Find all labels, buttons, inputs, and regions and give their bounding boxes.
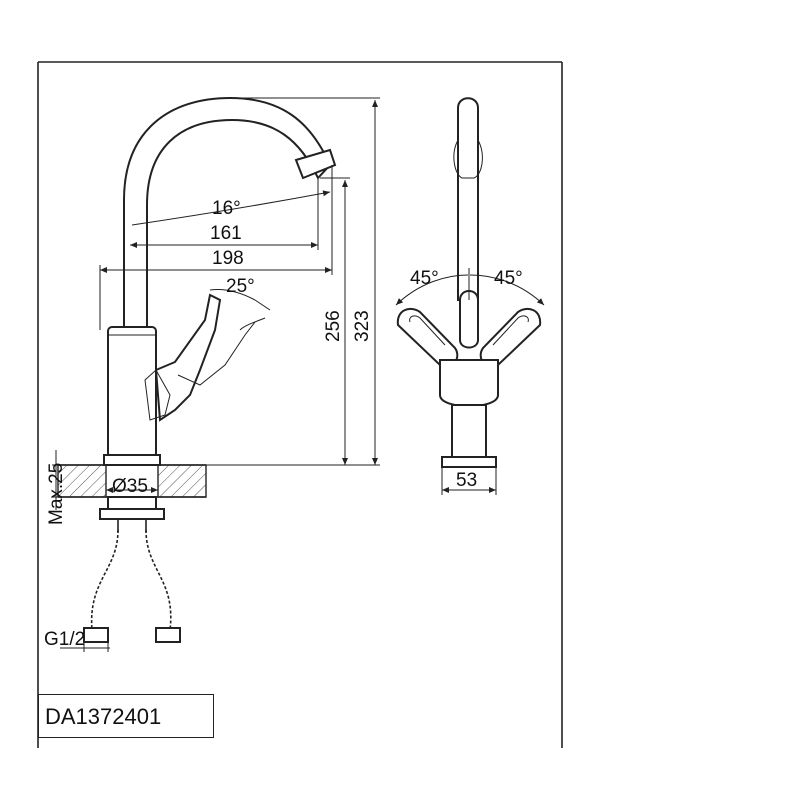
side-angle-right-label: 45° [494,268,523,289]
base-width-label: 53 [456,470,477,491]
handle-angle-label: 25° [226,276,255,297]
side-handle-right [479,307,542,368]
spout-height-label: 256 [323,310,344,342]
countertop [57,464,207,498]
supply-hoses [83,529,181,643]
front-view-faucet: 16° 161 198 25° 256 323 Max.25 Ø35 G1/2 [44,96,380,652]
product-code: DA1372401 [45,704,162,729]
front-dimensions [52,97,380,652]
aerator [294,148,337,180]
product-code-box: DA1372401 [38,694,214,738]
handle-lever [154,293,222,422]
mount-thickness-label: Max.25 [46,463,67,525]
drawing-frame [37,61,563,748]
total-height-label: 323 [352,310,373,342]
side-handle-left [396,307,459,368]
spout-reach-198-label: 198 [212,248,244,269]
side-body [439,359,499,408]
side-angle-left-label: 45° [410,268,439,289]
faucet-body [107,326,157,458]
hole-diameter-label: Ø35 [112,476,148,497]
side-view-faucet: 45° 45° 53 [395,97,545,495]
spout-angle-label: 16° [212,198,241,219]
spout-reach-161-label: 161 [210,223,242,244]
connection-thread-label: G1/2 [44,629,85,650]
side-spout [457,97,479,301]
